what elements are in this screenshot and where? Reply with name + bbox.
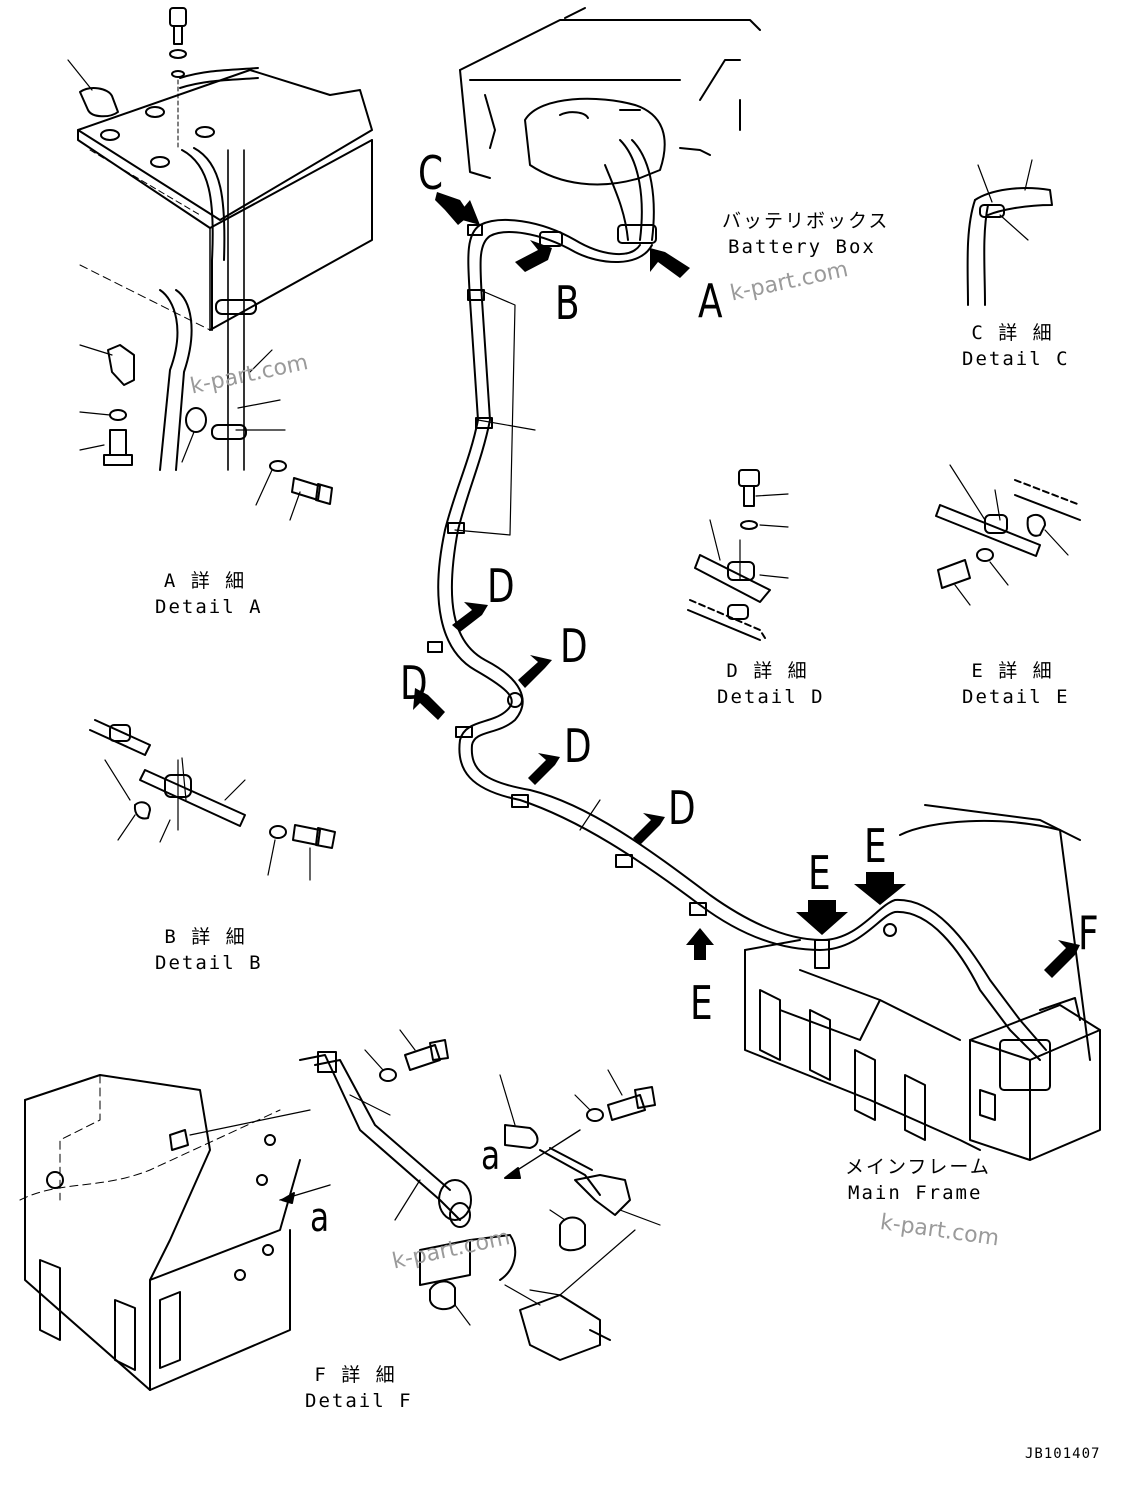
callout-d-1: D bbox=[487, 559, 515, 613]
detail-d-label-jp: D 詳 細 bbox=[726, 660, 809, 682]
callout-arrows bbox=[413, 192, 1080, 978]
callout-b: B bbox=[555, 276, 580, 330]
detail-d-drawing bbox=[687, 469, 789, 641]
detail-c-drawing bbox=[966, 159, 1053, 306]
drawing-number: JB101407 bbox=[1025, 1446, 1101, 1462]
main-frame-drawing bbox=[744, 804, 1101, 1161]
detail-a-label-jp: A 詳 細 bbox=[163, 570, 247, 592]
callout-e-3: E bbox=[690, 976, 713, 1030]
callout-f: F bbox=[1078, 906, 1099, 960]
callout-d-2: D bbox=[560, 619, 588, 673]
detail-b-label-en: Detail B bbox=[155, 952, 263, 974]
detail-f-label-jp: F 詳 細 bbox=[314, 1364, 397, 1386]
detail-e-label-en: Detail E bbox=[962, 686, 1070, 708]
detail-a-drawing bbox=[67, 7, 373, 521]
callout-c: C bbox=[418, 146, 444, 200]
detail-a-label-en: Detail A bbox=[155, 596, 263, 618]
callout-a: A bbox=[698, 274, 723, 328]
callout-e-1: E bbox=[808, 846, 831, 900]
battery-box-label-jp: バッテリボックス bbox=[722, 210, 890, 232]
view-a-label-1: a bbox=[481, 1133, 501, 1179]
callout-d-5: D bbox=[668, 781, 696, 835]
detail-e-drawing bbox=[935, 464, 1081, 606]
detail-c-label-jp: C 詳 細 bbox=[971, 322, 1054, 344]
main-cable-route bbox=[427, 219, 1047, 1061]
callout-d-3: D bbox=[400, 656, 428, 710]
callout-e-2: E bbox=[864, 819, 887, 873]
main-frame-label-en: Main Frame bbox=[848, 1182, 983, 1204]
detail-c-label-en: Detail C bbox=[962, 348, 1070, 370]
main-frame-label-jp: メインフレーム bbox=[845, 1156, 991, 1178]
detail-b-label-jp: B 詳 細 bbox=[164, 926, 247, 948]
view-a-label-2: a bbox=[310, 1195, 330, 1241]
detail-e-label-jp: E 詳 細 bbox=[971, 660, 1054, 682]
detail-f-drawing bbox=[19, 1029, 661, 1391]
detail-d-label-en: Detail D bbox=[717, 686, 825, 708]
callout-d-4: D bbox=[564, 719, 592, 773]
battery-box-label-en: Battery Box bbox=[728, 236, 876, 258]
detail-f-label-en: Detail F bbox=[305, 1390, 413, 1412]
detail-b-drawing bbox=[89, 719, 336, 881]
battery-box-drawing bbox=[459, 7, 761, 244]
